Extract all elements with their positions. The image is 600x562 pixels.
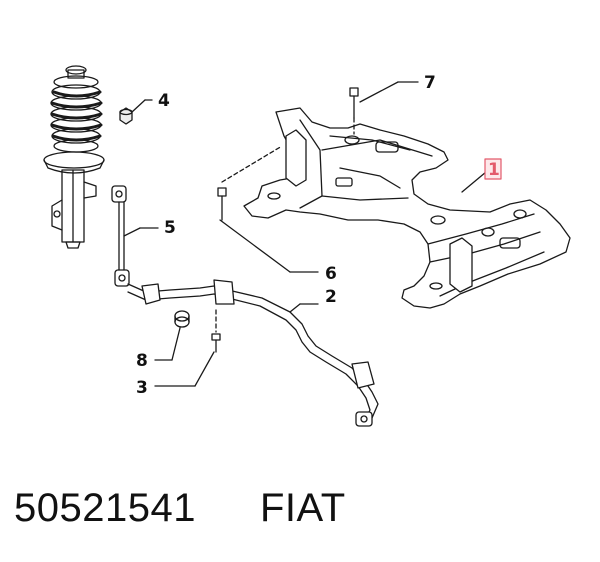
callout-8: 8 — [136, 351, 148, 371]
brand-name: FIAT — [259, 486, 346, 530]
shock-absorber-spring — [43, 65, 105, 249]
bushing-part — [154, 310, 190, 361]
nut-part — [119, 99, 153, 125]
subframe-crossmember — [221, 107, 571, 309]
callout-4: 4 — [158, 91, 170, 111]
exploded-parts-diagram: 1 2 3 4 5 6 7 8 — [43, 65, 571, 427]
callout-7: 7 — [424, 73, 436, 93]
bolt-part-6 — [217, 187, 319, 273]
callout-2: 2 — [325, 287, 337, 307]
stabilizer-link — [111, 185, 159, 287]
caption: 50521541 FIAT — [14, 486, 346, 531]
callout-1: 1 — [488, 160, 500, 180]
bolt-part-3 — [154, 309, 221, 387]
callout-3: 3 — [136, 378, 148, 398]
part-number: 50521541 — [14, 486, 196, 530]
callout-5: 5 — [164, 218, 176, 238]
bolt-part-7 — [349, 81, 419, 119]
highlight-box-part-1 — [484, 158, 502, 180]
anti-roll-bar — [127, 279, 379, 427]
callout-6: 6 — [325, 264, 337, 284]
